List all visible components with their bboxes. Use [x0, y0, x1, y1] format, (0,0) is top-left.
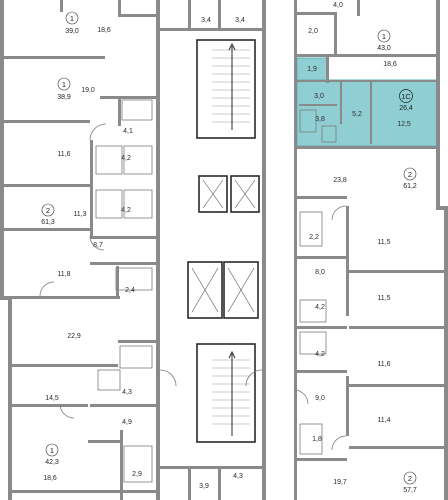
room-area: 11,6 [57, 151, 70, 158]
room-area: 3,4 [201, 17, 211, 24]
room-area: 2,0 [308, 28, 318, 35]
room-area: 23,8 [333, 177, 347, 184]
room-area: 18,6 [97, 27, 111, 34]
room-area: 3,4 [235, 17, 245, 24]
apartment-label[interactable]: 2 61,2 [403, 167, 417, 190]
room-area: 11,4 [377, 417, 390, 424]
stair-lower [212, 350, 250, 436]
room-area: 4,2 [315, 304, 325, 311]
room-area: 8,7 [93, 242, 103, 249]
room-area: 4,2 [315, 351, 325, 358]
room-area: 2,2 [309, 234, 319, 241]
svg-text:1: 1 [62, 80, 66, 89]
svg-text:61,3: 61,3 [41, 219, 55, 226]
svg-text:61,2: 61,2 [403, 183, 417, 190]
svg-text:39,0: 39,0 [65, 28, 79, 35]
left-block [0, 0, 160, 500]
room-area: 11,5 [377, 295, 390, 302]
svg-text:1: 1 [382, 32, 386, 41]
apartment-label[interactable]: 1 38,9 [57, 77, 71, 101]
room-area: 11,6 [377, 361, 390, 368]
room-area: 18,6 [383, 61, 397, 68]
room-area: 11,8 [57, 271, 70, 278]
room-area: 4,2 [121, 155, 131, 162]
apartment-label[interactable]: 1 39,0 [65, 11, 79, 35]
svg-text:57,7: 57,7 [403, 487, 417, 494]
labels: 1 39,0 18,6 1 38,9 19,0 4,1 11,6 4,2 4,2… [41, 2, 417, 494]
room-area: 8,0 [315, 269, 325, 276]
room-area: 12,5 [397, 121, 411, 128]
svg-text:42,3: 42,3 [45, 459, 59, 466]
room-area: 1,8 [312, 436, 322, 443]
apartment-label[interactable]: 2 57,7 [403, 471, 417, 494]
room-area: 2,9 [132, 471, 142, 478]
room-area: 5,2 [352, 111, 362, 118]
svg-text:1С: 1С [401, 92, 411, 101]
svg-text:1: 1 [70, 14, 74, 23]
room-area: 2,4 [125, 287, 135, 294]
room-area: 3,8 [315, 116, 325, 123]
room-area: 4,9 [122, 419, 132, 426]
highlighted-apartment-area[interactable] [296, 79, 438, 147]
room-area: 22,9 [67, 333, 81, 340]
room-area: 4,3 [233, 473, 243, 480]
apartment-label[interactable]: 1 43,0 [377, 29, 391, 52]
room-area: 4,3 [122, 389, 132, 396]
room-area: 19,7 [333, 479, 347, 486]
svg-text:2: 2 [46, 206, 50, 215]
svg-text:2: 2 [408, 474, 412, 483]
room-area: 1,9 [307, 66, 317, 73]
room-area: 3,9 [199, 483, 209, 490]
apartment-label-selected[interactable]: 1С 26,4 [399, 89, 413, 113]
right-block [293, 0, 448, 500]
room-area: 4,1 [123, 128, 133, 135]
room-area: 4,0 [333, 2, 343, 9]
room-area: 3,0 [314, 93, 324, 100]
room-area: 19,0 [81, 87, 95, 94]
svg-text:38,9: 38,9 [57, 94, 71, 101]
building-core [159, 0, 266, 500]
room-area: 11,5 [377, 239, 390, 246]
apartment-label[interactable]: 2 61,3 [41, 203, 55, 226]
svg-text:43,0: 43,0 [377, 45, 391, 52]
apartment-label[interactable]: 1 42,3 [45, 443, 59, 466]
room-area: 4,2 [121, 207, 131, 214]
svg-text:1: 1 [50, 446, 54, 455]
room-area: 18,6 [43, 475, 57, 482]
room-area: 11,3 [73, 211, 86, 218]
svg-text:26,4: 26,4 [399, 105, 413, 112]
room-area: 14,5 [45, 395, 59, 402]
room-area: 9,0 [315, 395, 325, 402]
svg-text:2: 2 [408, 170, 412, 179]
stair-upper [212, 42, 250, 130]
